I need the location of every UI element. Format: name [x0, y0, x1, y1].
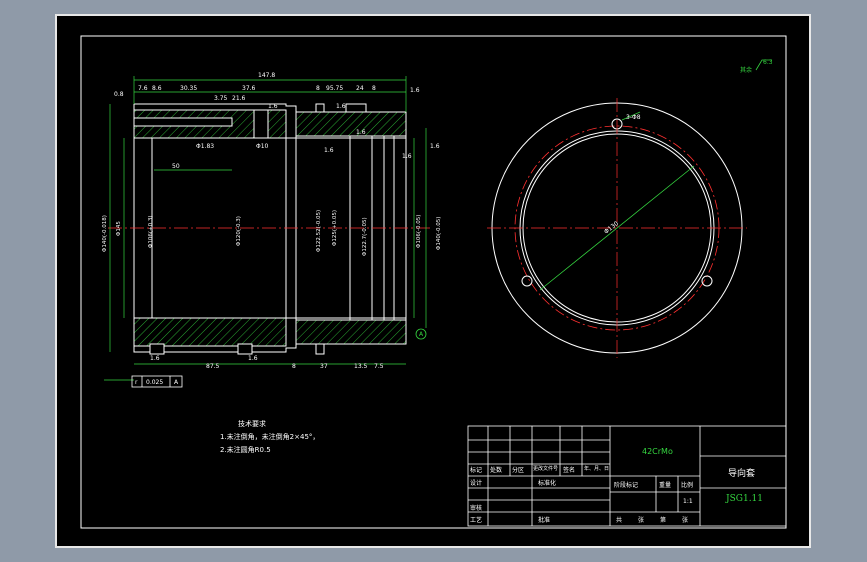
dia-right-3: Φ106(-0.05) — [416, 215, 422, 248]
dia-left-0: Φ140(-0.018) — [102, 215, 108, 252]
tb-sheet-no: 第 — [660, 517, 667, 524]
dimension-texts: 147.8 7.6 8.6 30.35 37.6 3.75 21.6 95.75… — [114, 72, 440, 370]
dim-top-1: 8.6 — [152, 85, 162, 92]
datum-label: A — [419, 331, 424, 338]
tech-requirement-1: 1.未注倒角，未注倒角2×45°， — [220, 433, 320, 441]
bottom-1: 8 — [292, 363, 296, 370]
tb-sheet-unit-1: 张 — [638, 517, 645, 524]
dia-right-0: Φ122.52(-0.05) — [316, 210, 322, 252]
tb-label-date: 年、月、日 — [584, 466, 610, 472]
hatch-bottom-left — [133, 317, 287, 347]
tb-label-signature: 签名 — [563, 467, 576, 474]
roughness-bottom-1: 1.6 — [248, 355, 258, 362]
tb-check: 审核 — [470, 505, 483, 512]
tb-weight: 重量 — [659, 482, 672, 489]
bottom-0: 87.5 — [206, 363, 220, 370]
overall-length: 147.8 — [258, 72, 275, 79]
tb-process: 工艺 — [470, 517, 483, 524]
corner-note-value: 6.3 — [763, 59, 773, 66]
dim-top-8: 24 — [356, 85, 364, 92]
tech-requirements: 技术要求 1.未注倒角，未注倒角2×45°， 2.未注圆角R0.5 — [220, 418, 319, 457]
roughness-side-2: 1.6 — [430, 143, 440, 150]
tb-sheet-unit-2: 张 — [682, 517, 689, 524]
dimension-lines — [104, 76, 427, 381]
tb-design: 设计 — [470, 480, 483, 487]
section-view — [133, 103, 407, 355]
title-block-grid — [467, 425, 787, 527]
hatch-bottom-right — [295, 319, 407, 345]
corner-note-prefix: 其余 — [740, 66, 752, 74]
hole-a: Φ1.83 — [196, 143, 214, 150]
dim-top-4: 3.75 — [214, 95, 228, 102]
tb-label-change-doc: 更改文件号 — [533, 466, 559, 472]
hole-b: Φ10 — [256, 143, 269, 150]
tb-label-mark: 标记 — [470, 467, 483, 474]
dia-left-1: Φ145 — [116, 221, 122, 236]
tb-sheet-total: 共 — [616, 517, 623, 524]
dia-left-2: Φ106(+0.3) — [148, 216, 154, 248]
tech-requirements-title: 技术要求 — [238, 420, 266, 428]
dia-right-4: Φ140(-0.05) — [436, 217, 442, 250]
tech-requirement-2: 2.未注圆角R0.5 — [220, 446, 271, 454]
tolerance-frame — [131, 375, 183, 388]
inner-border — [80, 35, 787, 529]
drawing-sheet — [55, 14, 811, 548]
tb-approve: 批准 — [538, 517, 551, 524]
dim-top-2: 30.35 — [180, 85, 197, 92]
outer-outline — [133, 103, 407, 353]
roughness-side-1: 1.6 — [402, 153, 412, 160]
roughness-symbol — [755, 59, 772, 71]
roughness-top-1: 1.6 — [268, 103, 278, 110]
roughness-top-2: 1.6 — [336, 103, 346, 110]
bottom-4: 7.5 — [374, 363, 384, 370]
diameter-texts: Φ140(-0.018) Φ145 Φ106(+0.3) Φ120(-0.3) … — [102, 210, 442, 256]
roughness-top-0: 0.8 — [114, 91, 124, 98]
bolt-hole-left — [521, 275, 533, 287]
diameter-leader — [539, 165, 695, 291]
tb-part-name: 导向套 — [728, 469, 756, 479]
roughness-bottom-0: 1.6 — [150, 355, 160, 362]
datum-marker — [415, 328, 427, 340]
dim-top-0: 7.6 — [138, 85, 148, 92]
roughness-side-3: 1.6 — [356, 129, 366, 136]
tolerance-value: 0.025 — [146, 379, 163, 386]
dim-top-6: 95.75 — [326, 85, 343, 92]
inner-length: 50 — [172, 163, 180, 170]
end-view — [487, 98, 747, 358]
tb-stage-mark: 阶段标记 — [614, 482, 639, 489]
hatch-top-right — [295, 111, 407, 137]
bolt-hole-right — [701, 275, 713, 287]
tb-label-count: 处数 — [490, 467, 503, 474]
tb-scale: 1:1 — [683, 498, 693, 505]
dia-right-2: Φ122.7(-0.05) — [362, 217, 368, 256]
tolerance-datum: A — [174, 379, 179, 386]
tb-scale-label: 比例 — [681, 482, 694, 489]
tb-drawing-no: JSG1.11 — [726, 494, 764, 504]
dia-left-3: Φ120(-0.3) — [236, 216, 242, 246]
bottom-2: 37 — [320, 363, 328, 370]
dim-top-5: 21.6 — [232, 95, 246, 102]
dim-top-7: 8 — [316, 85, 320, 92]
roughness-side-0: 1.6 — [324, 147, 334, 154]
holes-label: 3-Φ8 — [626, 114, 641, 121]
tb-label-zone: 分区 — [512, 467, 525, 474]
tb-standard: 标准化 — [538, 480, 557, 487]
bottom-3: 13.5 — [354, 363, 368, 370]
dim-top-9: 8 — [372, 85, 376, 92]
dia-right-1: Φ125(+0.05) — [332, 210, 338, 246]
svg-text:r: r — [135, 379, 138, 386]
dim-top-3: 37.6 — [242, 85, 256, 92]
roughness-top-3: 1.6 — [410, 87, 420, 94]
tb-material: 42CrMo — [642, 447, 673, 456]
